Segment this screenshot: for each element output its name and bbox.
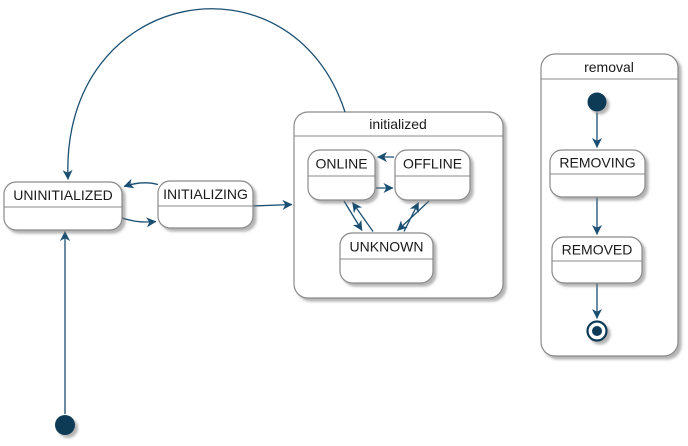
edge-online-to-unknown <box>343 200 363 231</box>
edge-unknown-to-offline <box>403 202 420 232</box>
state-online: ONLINE <box>307 149 376 201</box>
removed-body <box>551 236 643 284</box>
online-body <box>307 149 376 201</box>
state-initializing: INITIALIZING <box>157 180 254 229</box>
state-removing: REMOVING <box>549 149 646 198</box>
unknown-body <box>339 232 434 284</box>
initializing-label: INITIALIZING <box>163 186 248 202</box>
edge-initialized-to-uninitialized <box>62 8 346 180</box>
state-offline: OFFLINE <box>394 149 471 201</box>
online-label: ONLINE <box>315 156 367 172</box>
removed-label: REMOVED <box>562 242 633 258</box>
unknown-label: UNKNOWN <box>350 239 424 255</box>
state-unknown: UNKNOWN <box>339 232 434 284</box>
composite-state-removal: removal <box>540 53 679 357</box>
state-removed: REMOVED <box>551 236 643 284</box>
removing-label: REMOVING <box>559 155 635 171</box>
offline-body <box>394 149 471 201</box>
uninitialized-body <box>3 181 123 231</box>
initialized-group-title: initialized <box>369 116 427 132</box>
edge-unknown-to-online <box>351 202 374 232</box>
initializing-body <box>157 180 254 229</box>
initial-state-icon <box>55 415 75 435</box>
removal-group-body <box>540 53 679 357</box>
uninitialized-label: UNINITIALIZED <box>13 187 113 203</box>
offline-label: OFFLINE <box>403 156 462 172</box>
edge-initializing-to-uninitialized <box>123 178 159 189</box>
edge-uninitialized-to-initializing <box>121 217 157 228</box>
final-state-inner-dot <box>592 326 602 336</box>
removal-initial-state-icon <box>587 92 607 112</box>
edge-offline-to-unknown <box>397 200 430 231</box>
transition-edges <box>60 8 602 414</box>
removal-group-title: removal <box>584 59 634 75</box>
state-uninitialized: UNINITIALIZED <box>3 181 123 231</box>
edge-initializing-to-initialized <box>252 199 293 210</box>
removal-final-state-icon <box>586 320 608 342</box>
